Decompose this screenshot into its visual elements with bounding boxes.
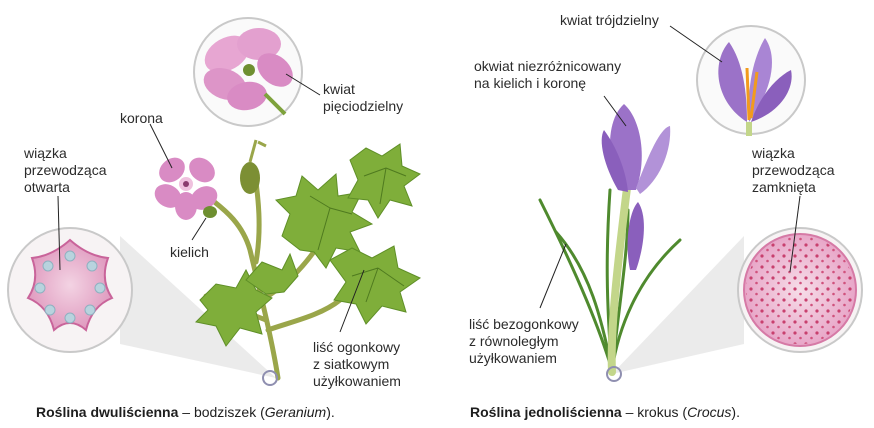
crocus-stem [612,180,628,372]
label-open-bundle: wiązka przewodząca otwarta [24,145,107,196]
label-three-part-flower: kwiat trójdzielny [560,12,659,29]
crocus-flower [602,104,671,270]
label-five-part-flower: kwiat pięciodzielny [323,81,403,115]
geranium-bud [240,162,260,194]
caption-right-end: ). [731,404,740,420]
caption-right-rest: – krokus ( [622,404,687,420]
label-calyx: kielich [170,244,209,261]
caption-right: Roślina jednoliścienna – krokus (Crocus)… [470,404,740,420]
label-closed-bundle: wiązka przewodząca zamknięta [752,145,835,196]
caption-left-latin: Geranium [265,404,326,420]
caption-left: Roślina dwuliścienna – bodziszek (Gerani… [36,404,335,420]
label-perianth: okwiat niezróżnicowany na kielich i koro… [474,58,621,92]
label-petiolate-leaf: liść ogonkowy z siatkowym użyłkowaniem [313,339,401,390]
caption-left-rest: – bodziszek ( [178,404,264,420]
label-corolla: korona [120,110,163,127]
caption-right-latin: Crocus [687,404,731,420]
label-sessile-leaf: liść bezogonkowy z równoległym użyłkowan… [469,316,579,367]
calyx-small [203,206,217,218]
caption-left-end: ). [326,404,335,420]
caption-left-bold: Roślina dwuliścienna [36,404,178,420]
caption-right-bold: Roślina jednoliścienna [470,404,622,420]
